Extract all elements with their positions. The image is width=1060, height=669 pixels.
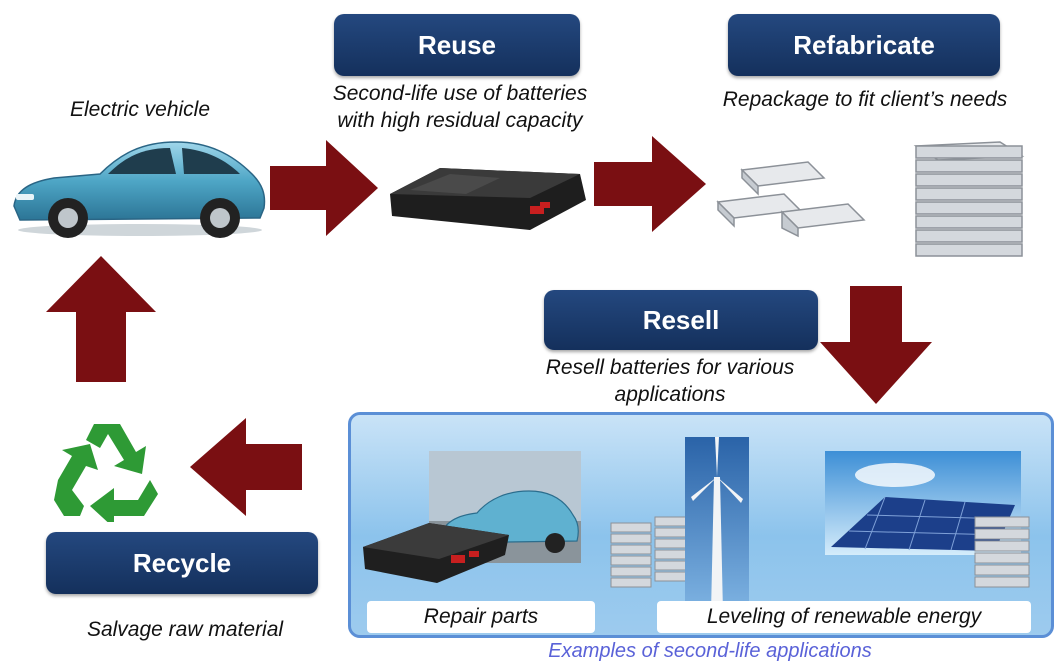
battery-modules-stacked	[913, 141, 1025, 257]
battery-modules-scattered	[716, 161, 866, 238]
electric-car-image	[13, 141, 266, 238]
battery-stack-image-right	[974, 516, 1030, 588]
applications-caption: Examples of second-life applications	[548, 640, 872, 662]
applications-panel: Repair parts Leveling of renewable energ…	[348, 412, 1054, 638]
resell-caption-line1: Resell batteries for various	[545, 356, 795, 379]
repair-parts-label: Repair parts	[367, 601, 595, 633]
recycle-label: Recycle	[46, 532, 318, 594]
battery-pack-image	[390, 168, 586, 230]
electric-vehicle-caption: Electric vehicle	[69, 98, 211, 121]
arrow-to-reuse	[270, 140, 378, 236]
battery-stack-image-left	[610, 516, 698, 588]
wind-turbine-image	[685, 437, 749, 613]
resell-label: Resell	[544, 290, 818, 350]
refabricate-caption: Repackage to fit client’s needs	[722, 88, 1008, 111]
recycle-icon	[54, 424, 158, 522]
arrow-to-refabricate	[594, 136, 706, 232]
resell-caption-line2: applications	[614, 383, 726, 406]
arrow-to-applications	[820, 286, 932, 404]
reuse-caption-line2: with high residual capacity	[337, 109, 583, 132]
arrow-to-vehicle	[46, 256, 156, 382]
repair-parts-image	[363, 451, 581, 583]
recycle-caption: Salvage raw material	[86, 618, 284, 641]
refabricate-label: Refabricate	[728, 14, 1000, 76]
reuse-label: Reuse	[334, 14, 580, 76]
arrow-to-recycle	[190, 418, 302, 516]
reuse-caption-line1: Second-life use of batteries	[332, 82, 588, 105]
renewable-energy-label: Leveling of renewable energy	[657, 601, 1031, 633]
